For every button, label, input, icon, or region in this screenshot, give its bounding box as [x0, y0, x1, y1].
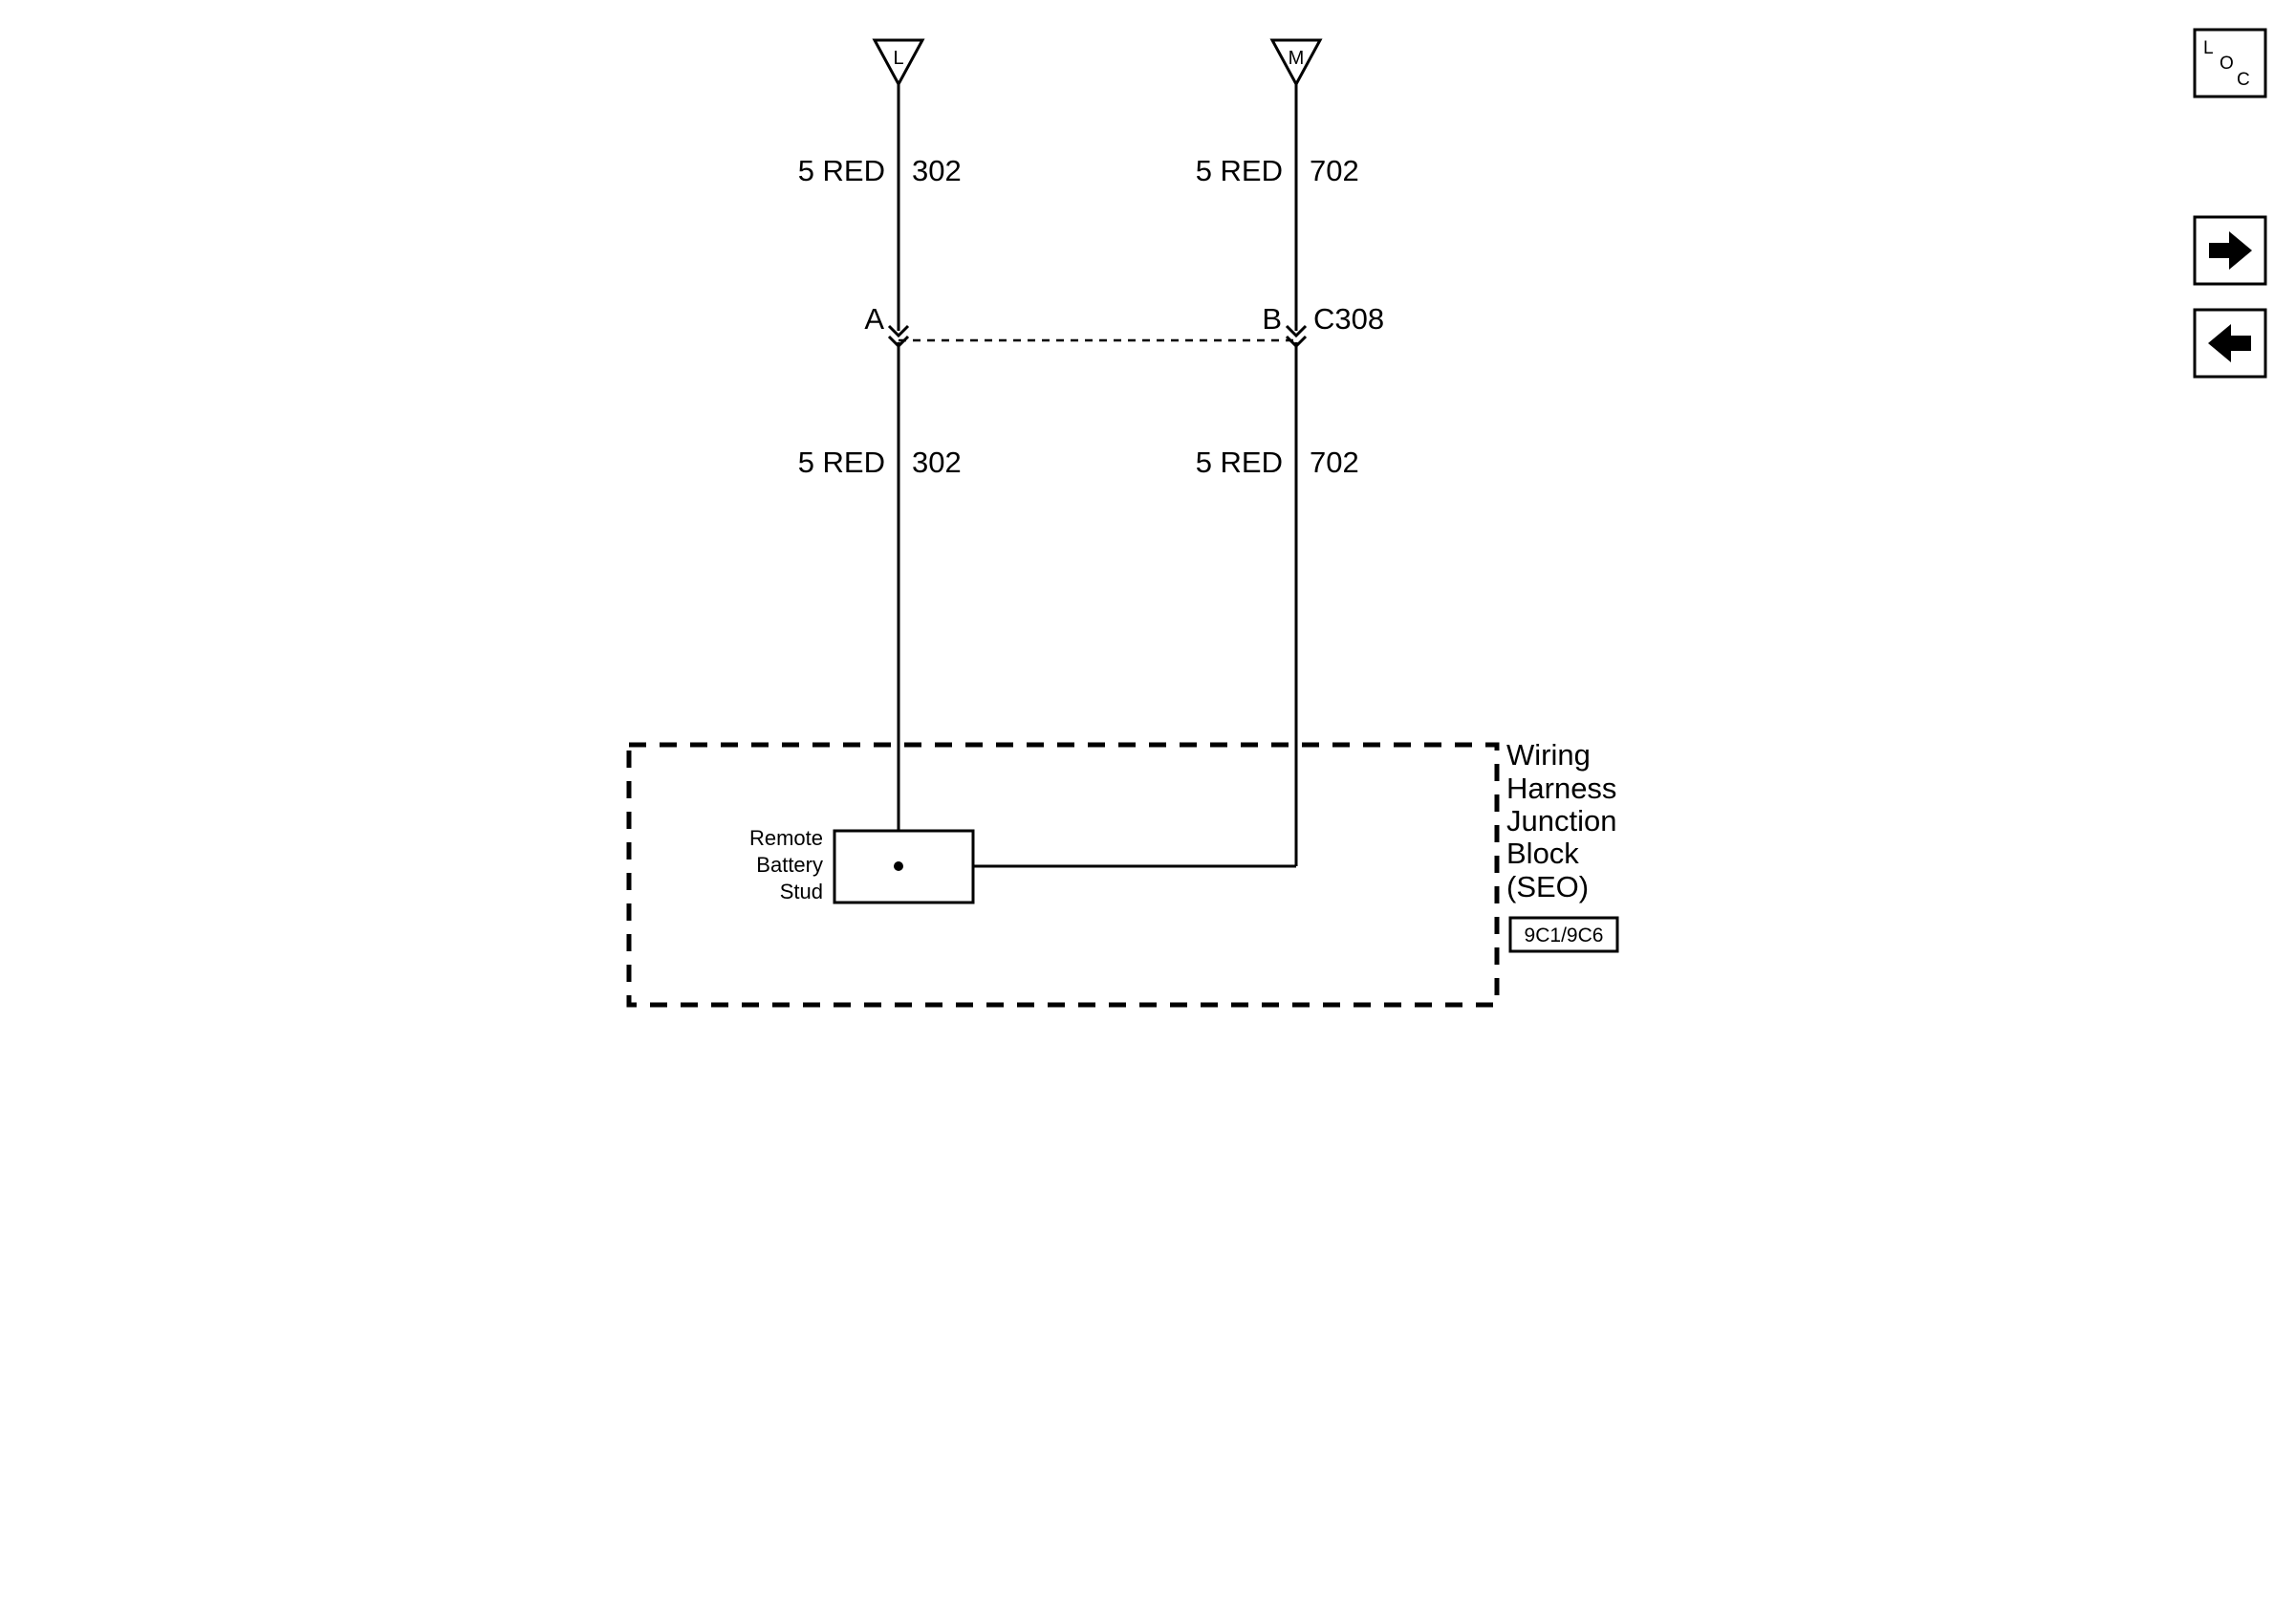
- arrow-left-icon: [2208, 324, 2251, 362]
- component-name-line-4: Block: [1506, 837, 1579, 870]
- component-ref-label[interactable]: 9C1/9C6: [1525, 925, 1604, 946]
- stud-splice-dot: [894, 861, 903, 871]
- wire-lower-right-circuit: 702: [1310, 446, 1359, 479]
- wire-upper-right-color: 5 RED: [1196, 154, 1283, 187]
- component-name-line-5: (SEO): [1506, 870, 1589, 903]
- component-name-line-1: Wiring: [1506, 738, 1591, 772]
- loc-letter-l: L: [2203, 38, 2214, 58]
- c308-connector-name: C308: [1313, 302, 1384, 336]
- c308-pin-a-female: [887, 324, 910, 338]
- remote-battery-stud-box: [833, 829, 975, 904]
- wire-lower-right-color: 5 RED: [1196, 446, 1283, 479]
- loc-letter-c: C: [2237, 70, 2250, 90]
- wire-lower-left-circuit: 302: [912, 446, 962, 479]
- arrow-right-icon: [2209, 231, 2252, 270]
- junction-block-outline: [626, 742, 1500, 1008]
- connector-l-letter: L: [893, 48, 903, 69]
- c308-pin-b-female: [1285, 324, 1308, 338]
- stud-label-line-3: Stud: [780, 880, 823, 903]
- wire-lower-left-color: 5 RED: [798, 446, 885, 479]
- c308-pin-a-label: A: [864, 302, 884, 336]
- connector-m-letter: M: [1289, 48, 1305, 69]
- c308-pin-b-label: B: [1262, 302, 1282, 336]
- wire-upper-left-color: 5 RED: [798, 154, 885, 187]
- component-ref-link[interactable]: 9C1/9C6: [1508, 916, 1619, 953]
- location-button[interactable]: L O C: [2193, 28, 2267, 98]
- previous-page-button[interactable]: [2193, 308, 2267, 379]
- wire-upper-right-circuit: 702: [1310, 154, 1359, 187]
- wire-upper-left-circuit: 302: [912, 154, 962, 187]
- loc-letter-o: O: [2220, 54, 2234, 74]
- component-name-line-2: Harness: [1506, 772, 1616, 805]
- connector-l-symbol: L: [872, 38, 925, 88]
- component-name-line-3: Junction: [1506, 804, 1616, 838]
- stud-label-line-2: Battery: [756, 853, 823, 877]
- stud-label-line-1: Remote: [749, 826, 823, 850]
- next-page-button[interactable]: [2193, 215, 2267, 286]
- connector-m-symbol: M: [1269, 38, 1323, 88]
